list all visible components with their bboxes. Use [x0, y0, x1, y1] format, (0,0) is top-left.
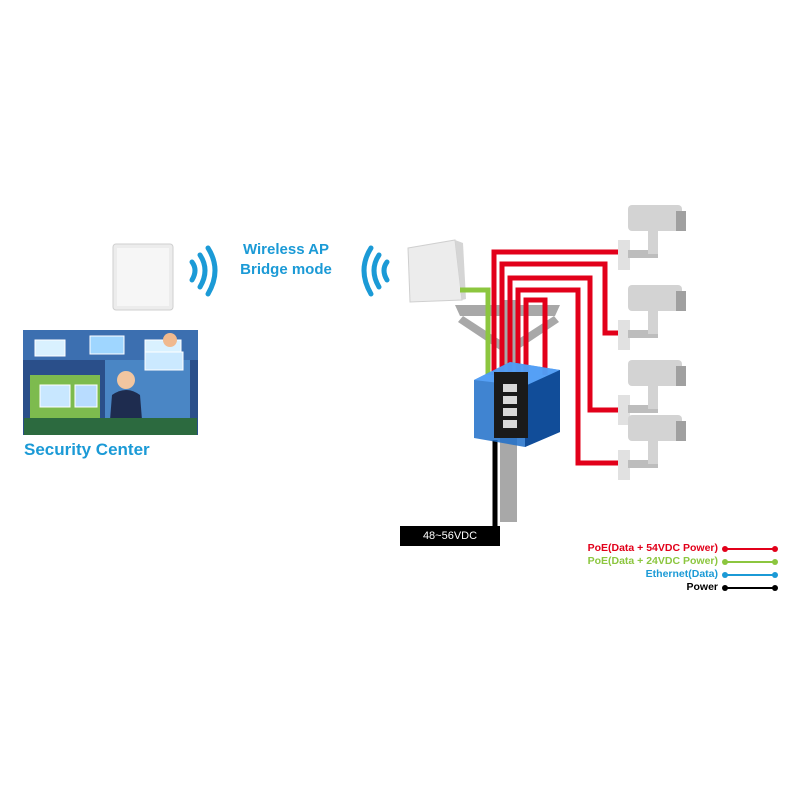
legend-label-poe54: PoE(Data + 54VDC Power) [587, 542, 718, 554]
security-center-label: Security Center [24, 440, 150, 459]
poe54-cable-1 [491, 249, 622, 375]
right-wifi-signal-icon [361, 245, 390, 297]
cable-group [460, 249, 622, 539]
left-wireless-ap [112, 243, 174, 311]
legend-label-power: Power [686, 581, 718, 593]
camera-4 [618, 415, 686, 480]
legend-line-poe24 [722, 559, 778, 565]
wireless-label: Wireless AP Bridge mode [240, 241, 332, 278]
legend-row-ethernet: Ethernet(Data) [520, 568, 780, 581]
right-wireless-ap [407, 239, 466, 303]
legend-row-power: Power [520, 581, 780, 594]
legend-label-poe24: PoE(Data + 24VDC Power) [587, 555, 718, 567]
power-input-label: 48~56VDC [400, 526, 500, 546]
poe24-cable [460, 287, 491, 375]
poe54-cable-4 [515, 287, 622, 466]
security-center-image [23, 330, 198, 435]
legend: PoE(Data + 54VDC Power) PoE(Data + 24VDC… [520, 542, 780, 594]
legend-row-poe24: PoE(Data + 24VDC Power) [520, 555, 780, 568]
legend-label-ethernet: Ethernet(Data) [645, 568, 718, 580]
legend-line-power [722, 585, 778, 591]
legend-line-poe54 [722, 546, 778, 552]
poe-switch [474, 362, 560, 447]
poe54-cable-5 [523, 297, 548, 375]
camera-2 [618, 285, 686, 350]
camera-1 [618, 205, 686, 270]
camera-3 [618, 360, 686, 425]
legend-line-ethernet [722, 572, 778, 578]
power-cable [470, 440, 498, 539]
poe54-cable-2 [499, 261, 622, 375]
legend-row-poe54: PoE(Data + 54VDC Power) [520, 542, 780, 555]
poe54-cable-3 [507, 275, 622, 413]
left-wifi-signal-icon [189, 245, 218, 297]
